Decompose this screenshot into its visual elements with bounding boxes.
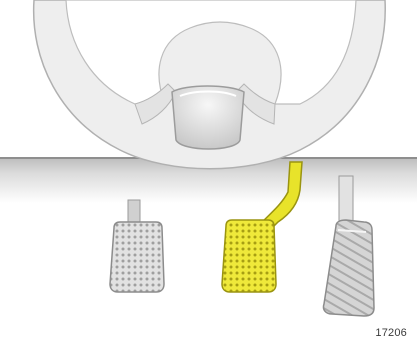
steering-wheel <box>34 0 386 169</box>
figure-number: 17206 <box>375 327 407 339</box>
clutch-pedal <box>110 222 164 292</box>
accelerator-pedal <box>323 220 374 316</box>
